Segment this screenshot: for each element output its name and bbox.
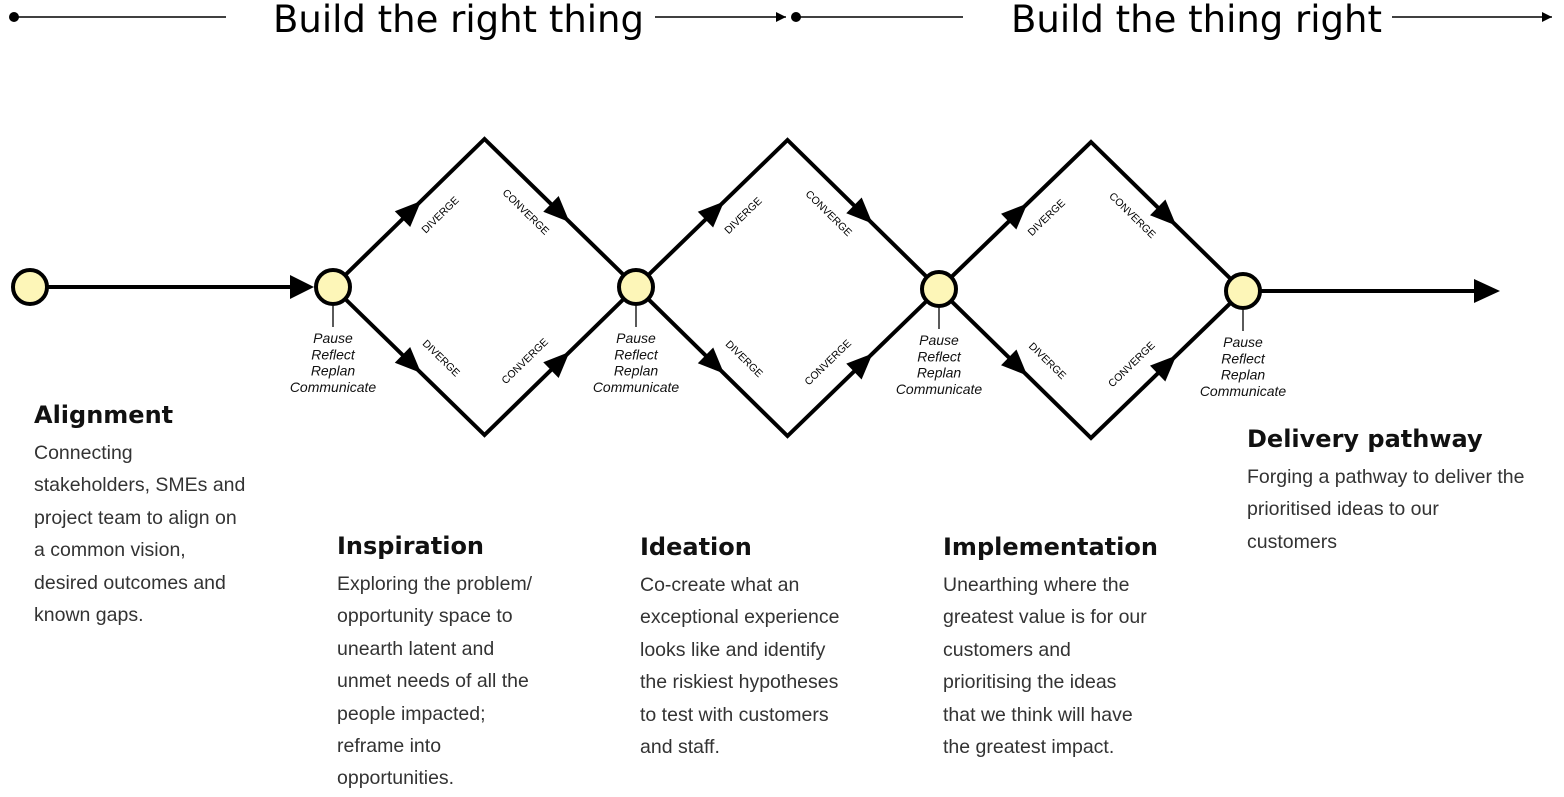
flow-arrowhead <box>697 347 725 374</box>
checkpoint-line: Pause <box>1223 334 1263 350</box>
nodes <box>11 268 1262 310</box>
checkpoint-line: Pause <box>616 330 656 346</box>
flow-arrowhead <box>1001 203 1028 230</box>
section-delivery-pathway: Delivery pathway Forging a pathway to de… <box>1247 424 1557 558</box>
flow-arrowhead <box>543 351 570 378</box>
flow-arrowhead <box>1001 349 1028 376</box>
checkpoint-line: Replan <box>1221 367 1266 383</box>
diverge-label: DIVERGE <box>420 338 462 380</box>
checkpoint-line: Reflect <box>614 346 659 362</box>
phase-title-build-right-thing: Build the right thing <box>273 0 644 41</box>
section-inspiration: Inspiration Exploring the problem/ oppor… <box>337 531 587 795</box>
flow-arrowhead <box>1150 199 1177 226</box>
diverge-label: DIVERGE <box>419 194 461 236</box>
checkpoint-line: Replan <box>311 363 356 379</box>
checkpoint-line: Communicate <box>896 381 983 397</box>
diamond-outline <box>633 137 942 439</box>
section-description: Exploring the problem/ opportunity space… <box>337 573 533 790</box>
section-description: Co-create what an exceptional experience… <box>640 574 840 759</box>
flow-arrowhead <box>697 201 725 228</box>
flow-arrowhead <box>846 197 873 224</box>
flow-arrowhead <box>394 347 422 374</box>
flow-arrowhead <box>1150 355 1177 382</box>
diverge-label: DIVERGE <box>1026 340 1068 382</box>
section-description: Unearthing where the greatest value is f… <box>943 574 1147 759</box>
diverge-label: DIVERGE <box>723 338 765 380</box>
section-ideation: Ideation Co-create what an exceptional e… <box>640 532 900 763</box>
diverge-label: DIVERGE <box>1026 197 1068 238</box>
checkpoint-line: Reflect <box>917 348 962 364</box>
checkpoint-line: Communicate <box>1200 383 1287 399</box>
section-title: Ideation <box>640 533 752 561</box>
diverge-label: DIVERGE <box>722 195 764 237</box>
flow-arrowhead <box>846 353 873 380</box>
phase-title-build-thing-right: Build the thing right <box>1011 0 1382 41</box>
section-implementation: Implementation Unearthing where the grea… <box>943 532 1203 763</box>
section-title: Implementation <box>943 533 1158 561</box>
section-description: Connecting stakeholders, SMEs and projec… <box>34 442 246 627</box>
checkpoint-line: Reflect <box>311 346 356 362</box>
exit-arrowhead <box>1474 279 1500 303</box>
section-title: Inspiration <box>337 532 485 560</box>
diamond-outline <box>330 136 639 438</box>
flow-arrowhead <box>543 196 570 223</box>
checkpoint-line: Reflect <box>1221 350 1266 366</box>
section-title: Alignment <box>34 401 174 429</box>
start-node <box>11 268 49 306</box>
entry-arrowhead <box>290 275 314 299</box>
checkpoint-line: Replan <box>917 365 962 381</box>
checkpoint-line: Pause <box>313 330 353 346</box>
diamond-outline <box>936 139 1246 441</box>
section-description: Forging a pathway to deliver the priorit… <box>1247 466 1525 553</box>
flow-arrowhead <box>394 200 422 227</box>
checkpoint-node <box>314 268 352 306</box>
checkpoint-line: Pause <box>919 332 959 348</box>
checkpoint-node <box>920 270 958 308</box>
checkpoint-line: Communicate <box>290 379 377 395</box>
checkpoint-node <box>1224 272 1262 310</box>
section-title: Delivery pathway <box>1247 425 1483 453</box>
checkpoint-line: Replan <box>614 363 659 379</box>
phase-timeline <box>9 12 1552 22</box>
checkpoint-line: Communicate <box>593 379 680 395</box>
section-alignment: Alignment Connecting stakeholders, SMEs … <box>34 400 284 631</box>
checkpoint-node <box>617 268 655 306</box>
